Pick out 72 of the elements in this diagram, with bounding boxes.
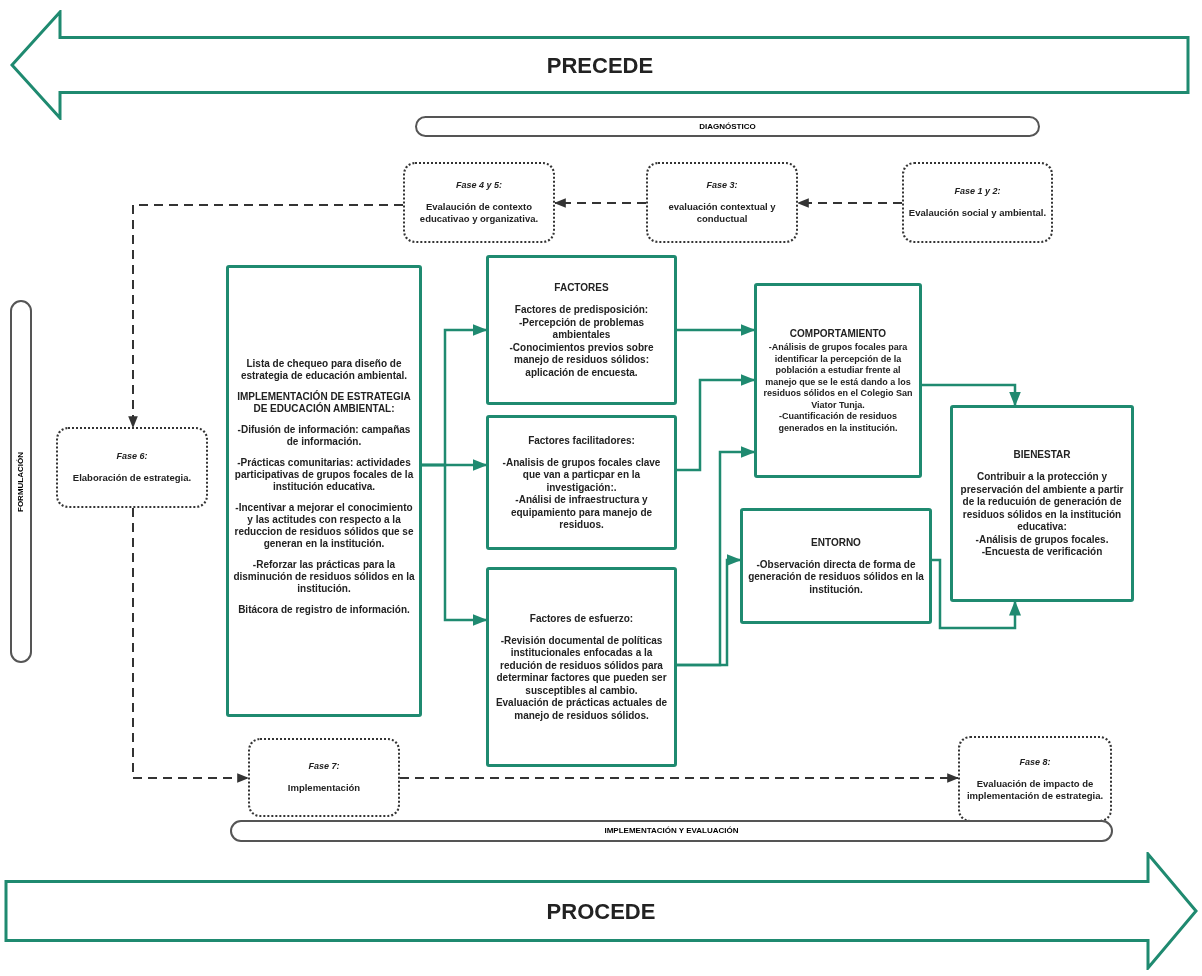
node-text: -Reforzar las prácticas para la disminución de residuos sólidos en la institución.: [233, 558, 415, 595]
node-text: Evalaución de contexto educativao y organizativa.: [418, 201, 540, 225]
node-heading: COMPORTAMIENTO: [789, 327, 887, 340]
phase-box: [248, 738, 400, 817]
node-text: -Incentivar a mejorar el conocimiento y las actitudes con respecto a la reduccion de residuos sólidos que se generan en la institución.: [233, 501, 415, 550]
band-label: DIAGNÓSTICO: [699, 122, 756, 131]
node-text: Factores de predisposición:: [514, 304, 649, 317]
node-heading: Factores de esfuerzo:: [529, 611, 634, 625]
process-box: [226, 265, 422, 717]
phase-box: [902, 162, 1053, 243]
phase-box: [958, 736, 1112, 822]
arrow-banner: [4, 852, 1198, 970]
node-heading: Fase 3:: [706, 180, 738, 191]
node-text: Elaboración de estrategia.: [72, 472, 192, 484]
node-text: -Análisi de infraestructura y equipamiento para manejo de residuos.: [509, 494, 654, 532]
process-box: [486, 255, 677, 405]
stage-band: [415, 116, 1040, 137]
node-heading: Fase 1 y 2:: [954, 186, 1001, 197]
phase-box: [646, 162, 798, 243]
process-box: [754, 283, 922, 478]
arrow: [677, 374, 756, 472]
node-text: -Análisis de grupos focales.: [975, 533, 1109, 547]
process-box: [740, 508, 932, 624]
node-heading: BIENESTAR: [1013, 448, 1071, 462]
arrow: [128, 204, 404, 429]
node-heading: ENTORNO: [811, 535, 861, 549]
stage-band: [230, 820, 1113, 842]
arrow-banner: [10, 10, 1190, 120]
node-heading: Factores facilitadores:: [528, 433, 635, 447]
phase-box: [56, 427, 208, 508]
arrow: [677, 324, 756, 336]
arrow: [677, 554, 742, 667]
band-label: IMPLEMENTACIÓN Y EVALUACIÓN: [604, 827, 739, 835]
node-text: -Prácticas comunitarias: actividades participativas de grupos focales de la institución educativa.: [233, 456, 415, 493]
node-text: evaluación contextual y conductual: [667, 201, 777, 225]
node-text: -Cuantificación de residuos generados en la institución.: [777, 411, 899, 434]
node-text: Evalaución social y ambiental.: [908, 207, 1047, 219]
phase-box: [403, 162, 555, 243]
node-text: -Observación directa de forma de generación de residuos sólidos en la institución.: [747, 558, 925, 597]
node-text: -Analisis de grupos focales clave que van a particpar en la investigación:.: [501, 456, 662, 494]
stage-band: [10, 300, 32, 663]
node-heading: Lista de chequeo para diseño de estrategia de educación ambiental.: [239, 357, 409, 382]
node-text: Bitácora de registro de información.: [238, 603, 410, 616]
node-text: -Revisión documental de políticas institucionales enfocadas a la redución de residuos sólidos para determinar factores que pueden ser susceptibles al cambio.: [495, 634, 668, 698]
node-text: -Difusión de información: campañas de información.: [236, 423, 412, 448]
arrow: [132, 507, 250, 783]
node-text: -Encuesta de verificación: [981, 546, 1103, 559]
node-text: IMPLEMENTACIÓN DE ESTRATEGIA DE EDUCACIÓN AMBIENTAL:: [236, 390, 412, 415]
arrow: [553, 198, 647, 208]
arrow: [422, 463, 488, 626]
node-text: Implementación: [287, 782, 361, 794]
node-text: Evaluación de impacto de implementación de estrategia.: [965, 777, 1105, 802]
node-text: Contribuir a la protección y preservación del ambiente a partir de la reducuión de generación de residuos sólidos en la institución educativa:: [959, 471, 1125, 534]
node-heading: FACTORES: [554, 281, 609, 294]
node-text: -Percepción de problemas ambientales: [517, 316, 645, 342]
node-text: -Conocimientos previos sobre manejo de residuos sólidos: aplicación de encuesta.: [508, 341, 655, 379]
banner-label: PROCEDE: [546, 897, 656, 926]
arrow: [922, 383, 1021, 407]
node-heading: Fase 8:: [1019, 756, 1051, 768]
node-heading: Fase 7:: [308, 761, 340, 772]
process-box: [950, 405, 1134, 602]
banner-label: PRECEDE: [546, 51, 654, 80]
arrow: [932, 558, 1021, 630]
node-heading: Fase 6:: [116, 451, 148, 462]
process-box: [486, 415, 677, 550]
band-label: FORMULACIÓN: [17, 451, 25, 512]
node-text: -Análisis de grupos focales para identificar la percepción de la población a estudiar frente al manejo que se le está dando a los residuos sólidos en el Colegio San Viator Tunja.: [762, 342, 914, 411]
process-box: [486, 567, 677, 767]
node-heading: Fase 4 y 5:: [456, 180, 502, 191]
arrow: [399, 773, 960, 783]
arrow: [796, 198, 903, 208]
node-text: Evaluación de prácticas actuales de manejo de residuos sólidos.: [494, 697, 669, 723]
